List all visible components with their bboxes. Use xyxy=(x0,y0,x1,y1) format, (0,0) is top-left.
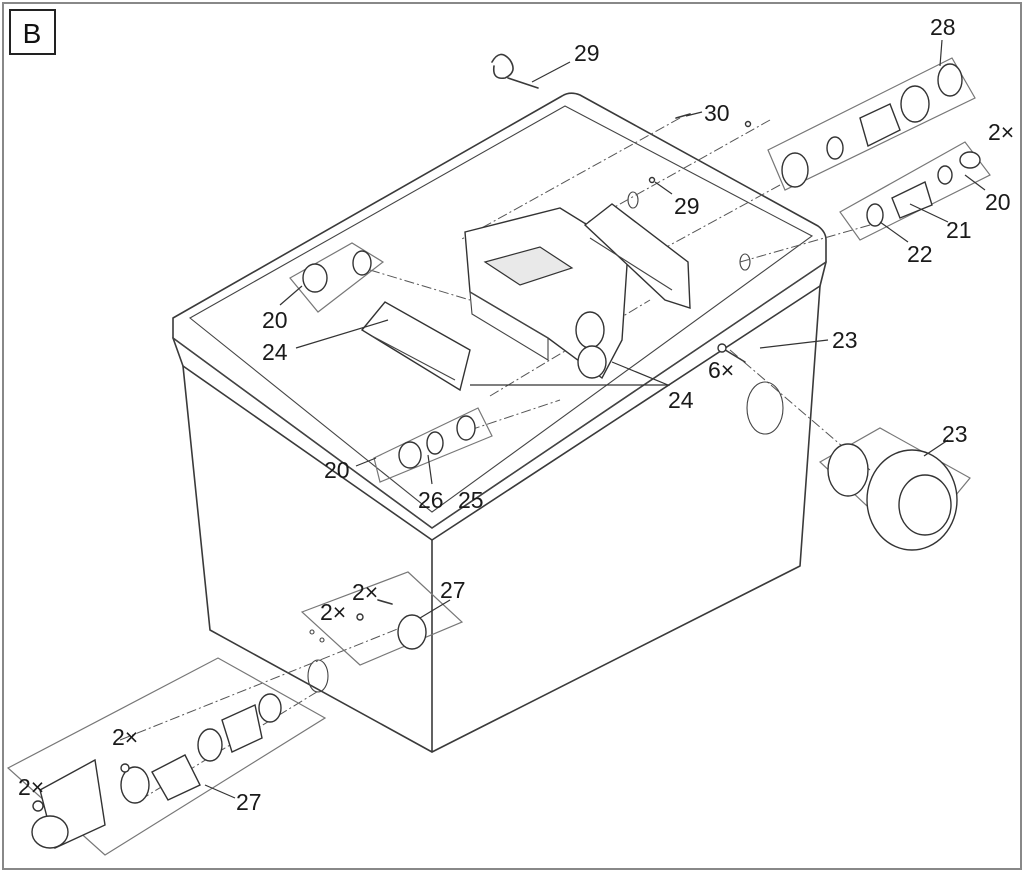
connector-group-20-25-26 xyxy=(373,407,493,483)
assembly-axes xyxy=(119,117,871,801)
callout-27-upper: 27 xyxy=(440,577,466,603)
callout-2x-a: 2× xyxy=(352,579,378,605)
callout-2x-d: 2× xyxy=(18,774,44,800)
callout-25: 25 xyxy=(458,487,484,513)
callout-6x: 6× xyxy=(708,357,734,383)
callout-20-right: 20 xyxy=(985,189,1011,215)
callout-23-right: 23 xyxy=(942,421,968,447)
connector-group-20-21-22 xyxy=(839,141,991,241)
callout-2x-right: 2× xyxy=(988,119,1014,145)
callout-26: 26 xyxy=(418,487,444,513)
central-insert-24 xyxy=(360,203,691,392)
leader-lines xyxy=(204,39,986,799)
valve-group-27-lower xyxy=(6,657,327,856)
section-letter: B xyxy=(23,18,42,49)
callout-29-top: 29 xyxy=(574,40,600,66)
flange-group-23 xyxy=(717,343,971,551)
callout-23-top: 23 xyxy=(832,327,858,353)
callout-24-center: 24 xyxy=(668,387,694,413)
callout-2x-b: 2× xyxy=(320,599,346,625)
callout-20-lower-left: 20 xyxy=(324,457,350,483)
callout-21: 21 xyxy=(946,217,972,243)
screw-30 xyxy=(648,113,752,184)
section-badge: B xyxy=(9,9,56,55)
callout-29-mid: 29 xyxy=(674,193,700,219)
connector-group-28 xyxy=(767,57,976,191)
callout-24-left: 24 xyxy=(262,339,288,365)
callout-labels: 29 30 28 2× 29 20 21 22 20 24 23 6× 24 2… xyxy=(18,14,1014,815)
callout-30: 30 xyxy=(704,100,730,126)
spring-29 xyxy=(491,53,539,89)
callout-27-lower: 27 xyxy=(236,789,262,815)
clamp-group-27-upper xyxy=(300,571,464,666)
connector-group-20-upper-left xyxy=(289,242,385,313)
callout-28: 28 xyxy=(930,14,956,40)
callout-2x-c: 2× xyxy=(112,724,138,750)
callout-22: 22 xyxy=(907,241,933,267)
callout-20-upper-left: 20 xyxy=(262,307,288,333)
filter-tank xyxy=(172,92,827,753)
